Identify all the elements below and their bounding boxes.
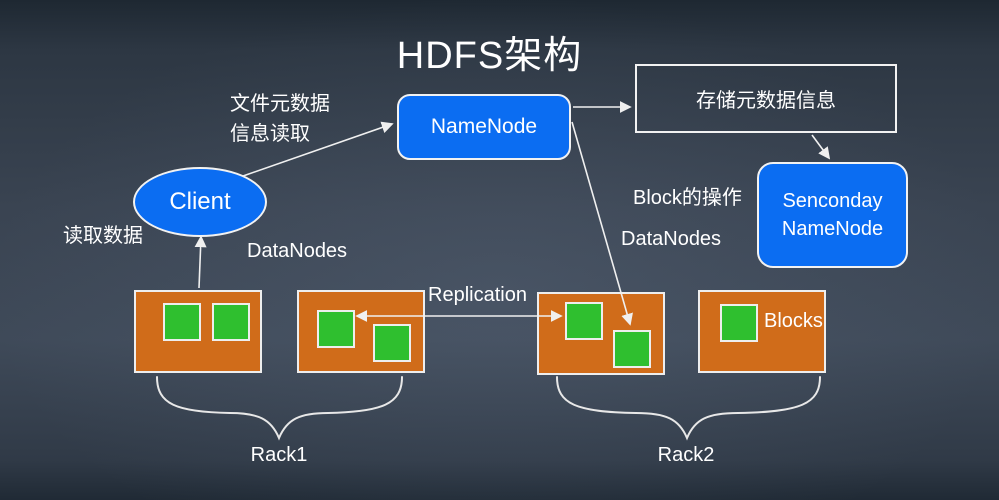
block-square	[163, 303, 201, 341]
rack1-server2	[297, 290, 425, 373]
client-node: Client	[133, 167, 267, 237]
metadata-info-label: 存储元数据信息	[696, 90, 836, 112]
block-square	[720, 304, 758, 342]
block-square	[212, 303, 250, 341]
label-blocks: Blocks	[764, 310, 823, 332]
label-rack2: Rack2	[657, 444, 715, 466]
label-file-metadata-read: 文件元数据 信息读取	[230, 93, 330, 145]
block-square	[317, 310, 355, 348]
label-replication: Replication	[428, 284, 527, 306]
block-square	[565, 302, 603, 340]
rack1-brace	[156, 376, 403, 441]
block-square	[613, 330, 651, 368]
secondary-namenode-line2: NameNode	[781, 218, 884, 240]
rack2-brace	[556, 376, 821, 441]
page-title: HDFS架构	[396, 35, 583, 77]
namenode-node: NameNode	[397, 94, 571, 160]
arrow-rack1-to-client	[194, 235, 207, 289]
label-datanodes-right: DataNodes	[621, 228, 722, 250]
rack1-server1	[134, 290, 262, 373]
rack2-server1	[537, 292, 665, 375]
namenode-label: NameNode	[430, 115, 538, 138]
secondary-namenode-line1: Senconday	[782, 190, 883, 212]
block-square	[373, 324, 411, 362]
client-label: Client	[169, 188, 231, 215]
metadata-info-box: 存储元数据信息	[635, 64, 897, 133]
arrow-metadata-box-to-secondary-namenode	[811, 134, 831, 160]
label-datanodes-left: DataNodes	[247, 240, 348, 262]
rack2-server2: Blocks	[698, 290, 826, 373]
label-block-operation: Block的操作	[633, 187, 742, 209]
label-read-data: 读取数据	[63, 225, 143, 247]
label-rack1: Rack1	[250, 444, 308, 466]
secondary-namenode-node: Senconday NameNode	[757, 162, 908, 268]
